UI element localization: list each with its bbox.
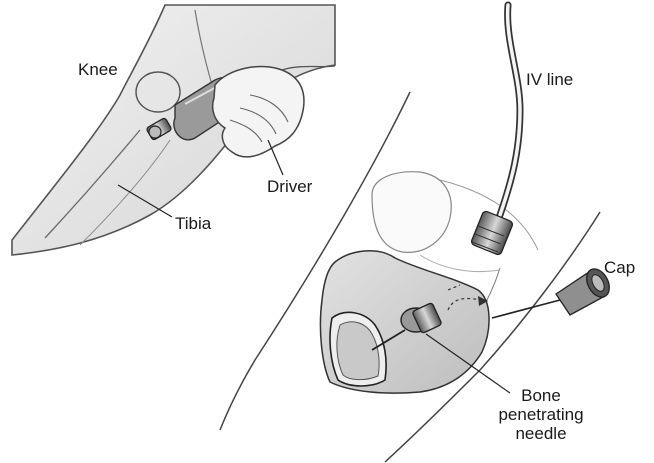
label-needle-line-3: needle (486, 424, 596, 443)
cap-assembly (492, 265, 614, 318)
label-cap: Cap (604, 258, 635, 277)
patella-outline (372, 172, 451, 253)
label-tibia: Tibia (175, 214, 211, 233)
label-knee: Knee (78, 60, 118, 79)
iv-connector (470, 210, 513, 255)
label-iv-line: IV line (526, 70, 573, 89)
label-bone-penetrating-needle: Bone penetrating needle (486, 386, 596, 443)
kneecap (136, 72, 180, 112)
label-needle-line-2: penetrating (486, 405, 596, 424)
label-needle-line-1: Bone (486, 386, 596, 405)
leg-panel (12, 5, 335, 255)
hand (213, 66, 304, 156)
label-driver: Driver (267, 177, 312, 196)
